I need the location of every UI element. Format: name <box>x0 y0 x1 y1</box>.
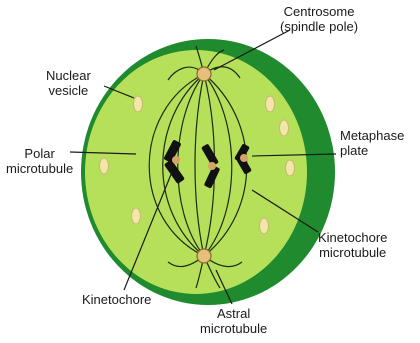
label-metaphase-plate-line1: Metaphase <box>340 128 404 143</box>
nuclear-vesicle <box>100 158 109 174</box>
label-kinetochore-microtubule-line2: microtubule <box>318 245 387 260</box>
label-centrosome-line2: (spindle pole) <box>280 19 358 34</box>
kinetochore-dot <box>208 162 216 170</box>
centrosome-top <box>197 67 211 81</box>
nuclear-vesicle <box>286 160 295 176</box>
label-kinetochore: Kinetochore <box>82 292 151 307</box>
label-centrosome-line1: Centrosome <box>280 4 358 19</box>
label-polar-microtubule: Polar microtubule <box>6 146 73 176</box>
nuclear-vesicle <box>132 208 141 224</box>
nuclear-vesicle <box>134 96 143 112</box>
kinetochore-dot <box>172 156 180 164</box>
kinetochore-dot <box>240 154 248 162</box>
label-kinetochore-line1: Kinetochore <box>82 292 151 307</box>
nuclear-vesicle <box>280 120 289 136</box>
nuclear-vesicle <box>260 218 269 234</box>
label-metaphase-plate-line2: plate <box>340 143 404 158</box>
label-polar-microtubule-line1: Polar <box>6 146 73 161</box>
label-nuclear-vesicle: Nuclear vesicle <box>46 68 91 98</box>
label-kinetochore-microtubule: Kinetochore microtubule <box>318 230 387 260</box>
label-astral-microtubule-line2: microtubule <box>200 321 267 336</box>
label-centrosome: Centrosome (spindle pole) <box>280 4 358 34</box>
centrosome-bottom <box>197 249 211 263</box>
label-nuclear-vesicle-line1: Nuclear <box>46 68 91 83</box>
label-nuclear-vesicle-line2: vesicle <box>46 83 91 98</box>
label-polar-microtubule-line2: microtubule <box>6 161 73 176</box>
label-astral-microtubule: Astral microtubule <box>200 306 267 336</box>
label-astral-microtubule-line1: Astral <box>200 306 267 321</box>
label-kinetochore-microtubule-line1: Kinetochore <box>318 230 387 245</box>
nuclear-vesicle <box>266 96 275 112</box>
label-metaphase-plate: Metaphase plate <box>340 128 404 158</box>
